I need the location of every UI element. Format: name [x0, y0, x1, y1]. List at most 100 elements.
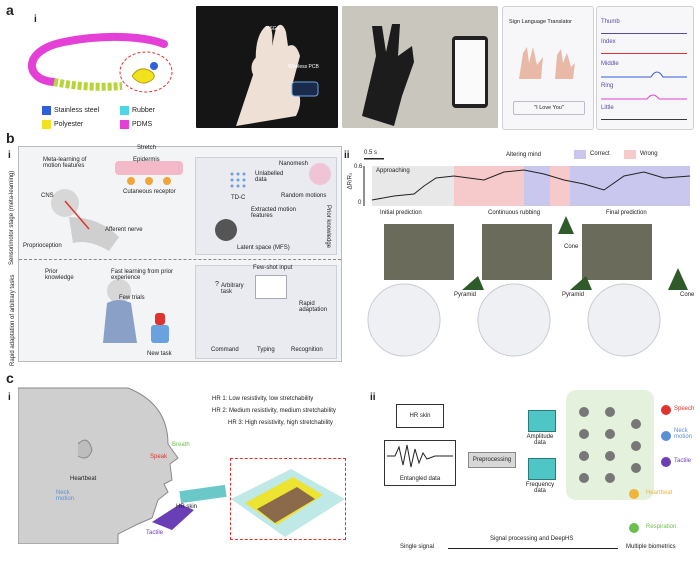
heartbeat-label: Heartbeat — [70, 476, 97, 482]
wrong-swatch — [624, 150, 636, 159]
breath-label: Breath — [172, 442, 190, 448]
respiration-output-label: Respiration — [646, 524, 677, 530]
waveform-card-icon — [255, 275, 287, 299]
stage-divider — [19, 259, 341, 260]
glove-photo — [342, 6, 498, 128]
neck-motion-output-label: Neck motion — [674, 428, 693, 440]
approaching-label: Approaching — [376, 168, 410, 174]
correct-swatch — [574, 150, 586, 159]
legend-polyester: Polyester — [42, 120, 83, 129]
prior-knowledge-label: Prior knowledge — [45, 269, 74, 281]
legend-stainless: Stainless steel — [42, 106, 99, 115]
middle-trace — [601, 71, 687, 78]
yarn-illustration — [27, 32, 173, 93]
epidermis-icon — [115, 161, 183, 185]
finger-signal-screen: Thumb Index Middle Ring Little — [596, 6, 694, 130]
final-prediction-label: Final prediction — [606, 210, 647, 216]
multiple-biometrics-label: Multiple biometrics — [626, 544, 676, 550]
little-trace — [601, 119, 687, 120]
unlabelled-grid-icon — [229, 171, 253, 191]
rubber-swatch — [120, 106, 129, 115]
finger-middle: Middle — [601, 61, 619, 67]
legend-pdms-label: PDMS — [132, 121, 153, 128]
finger-index: Index — [601, 39, 616, 45]
correct-label: Correct — [590, 151, 610, 157]
neck-motion-label: Neck motion — [56, 490, 75, 502]
afferent-label: Afferent nerve — [105, 227, 143, 233]
initial-prediction-label: Initial prediction — [380, 210, 422, 216]
pipeline-arrow — [448, 548, 618, 549]
meta-learning-label: Meta-learning of motion features — [43, 157, 87, 169]
pyramid-label-2: Pyramid — [562, 292, 585, 298]
pdms-swatch — [120, 120, 129, 129]
arbitrary-task-label: Arbitrary task — [221, 283, 244, 295]
panel-b-ii-label: ii — [344, 150, 350, 161]
wrong-label: Wrong — [640, 151, 658, 157]
single-signal-label: Single signal — [400, 544, 435, 550]
glove-icon — [362, 24, 488, 126]
ylabel: ΔR/R₀ — [347, 172, 354, 190]
few-trials-label: Few trials — [119, 295, 145, 301]
new-task-label: New task — [147, 351, 172, 357]
nanomesh-label: Nanomesh — [279, 161, 309, 167]
panel-a-letter: a — [6, 2, 14, 18]
cone-label-1: Cone — [564, 244, 579, 250]
panel-b-letter: b — [6, 130, 15, 146]
recognition-label: Recognition — [291, 347, 323, 353]
latent-label: Latent space (MFS) — [237, 245, 290, 251]
hr-skin-label: HR skin — [176, 504, 198, 510]
panel-c-ii-label: ii — [370, 392, 376, 403]
preprocessing-box: Preprocessing — [468, 452, 516, 468]
speech-label: Speech — [674, 406, 695, 412]
legend-rubber: Rubber — [120, 106, 155, 115]
hr3-label: HR 3: High resistivity, high stretchabil… — [228, 420, 333, 426]
stretch-label: Stretch — [137, 145, 157, 151]
finger-ring: Ring — [601, 83, 614, 89]
pyramid-label-1: Pyramid — [454, 292, 477, 298]
app-output: "I Love You" — [513, 101, 585, 115]
heartbeat-output-label: Heartbeat — [646, 490, 673, 496]
random-motions-label: Random motions — [281, 193, 327, 199]
legend-pdms: PDMS — [120, 120, 152, 129]
amplitude-label: Amplitude data — [526, 434, 554, 446]
frequency-label: Frequency data — [525, 482, 555, 494]
amplitude-box — [528, 410, 556, 432]
preprocessing-label: Preprocessing — [472, 457, 512, 463]
altering-mind-label: Altering mind — [506, 152, 542, 158]
translator-app-screen: Sign Language Translator "I Love You" — [502, 6, 594, 130]
speak-label: Speak — [150, 454, 168, 460]
fast-learning-label: Fast learning from prior experience — [111, 269, 174, 281]
ysga-label: YSGA — [266, 26, 280, 32]
tactile-output-label: Tactile — [674, 458, 692, 464]
hr-skin-box-label: HR skin — [409, 413, 431, 419]
epidermis-label: Epidermis — [133, 157, 160, 163]
rapid-adaptation-label: Rapid adaptation — [299, 301, 328, 313]
frequency-box — [528, 458, 556, 480]
output-dots — [661, 405, 671, 467]
hr-skin-box: HR skin — [396, 404, 444, 428]
prediction-signal-plot — [363, 158, 691, 357]
legend-stainless-label: Stainless steel — [54, 107, 100, 114]
scale-label: 0.5 s — [364, 150, 378, 156]
hr1-label: HR 1: Low resistivity, low stretchabilit… — [212, 396, 314, 402]
cns-label: CNS — [41, 193, 54, 199]
side-label-bottom: Rapid adaptation of arbitrary tasks — [10, 274, 16, 366]
panel-b-i-label: i — [8, 150, 11, 161]
question-mark: ? — [215, 281, 219, 288]
finger-little: Little — [601, 105, 614, 111]
thumb-trace — [601, 33, 687, 34]
entangled-data-box: Entangled data — [384, 440, 456, 486]
cutaneous-label: Cutaneous receptor — [123, 189, 176, 195]
extracted-label: Extracted motion features — [251, 207, 297, 219]
hands-icon — [519, 47, 575, 79]
toddler-stacking-icon — [103, 279, 169, 343]
ytick-top: 0.6 — [354, 164, 363, 170]
ytick-bottom: 0 — [358, 200, 362, 206]
app-title: Sign Language Translator — [509, 19, 572, 25]
panel-c-i-label: i — [8, 392, 11, 403]
unlabelled-label: Unlabelled data — [255, 171, 284, 183]
entangled-waveform — [387, 444, 453, 468]
cone-label-2: Cone — [680, 292, 695, 298]
prior-knowledge-vertical: Prior knowledge — [325, 205, 331, 249]
index-trace — [601, 53, 687, 54]
